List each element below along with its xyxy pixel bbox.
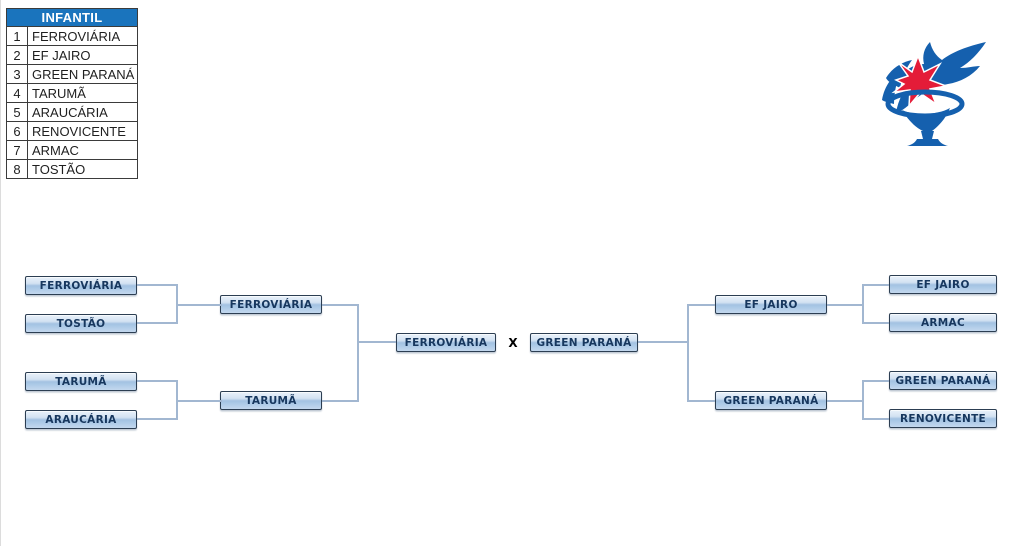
connector-line xyxy=(862,284,864,324)
torch-cup xyxy=(902,108,950,131)
connector-line xyxy=(322,400,359,402)
connector-line xyxy=(862,284,889,286)
left-qf1-team2-box: TOSTÃO xyxy=(25,314,137,333)
table-row: 7 ARMAC xyxy=(6,140,138,160)
right-sf2-winner-box: GREEN PARANÁ xyxy=(715,391,827,410)
table-row: 5 ARAUCÁRIA xyxy=(6,102,138,122)
left-sf1-winner-box: FERROVIÁRIA xyxy=(220,295,322,314)
connector-line xyxy=(137,284,177,286)
seeding-table-title: INFANTIL xyxy=(6,8,138,27)
left-sf2-winner-box: TARUMÃ xyxy=(220,391,322,410)
right-sf1-winner-box: EF JAIRO xyxy=(715,295,827,314)
team-cell: FERROVIÁRIA xyxy=(27,26,138,46)
connector-line xyxy=(827,304,864,306)
connector-line xyxy=(322,304,359,306)
left-qf1-team1-box: FERROVIÁRIA xyxy=(25,276,137,295)
sheet-edge-line xyxy=(0,0,1,546)
right-qf1-team1-box: EF JAIRO xyxy=(889,275,997,294)
seeding-table: INFANTIL 1 FERROVIÁRIA 2 EF JAIRO 3 GREE… xyxy=(6,8,138,179)
right-qf1-team2-box: ARMAC xyxy=(889,313,997,332)
connector-line xyxy=(687,304,715,306)
seed-cell: 5 xyxy=(6,102,28,122)
seed-cell: 7 xyxy=(6,140,28,160)
torch-stem xyxy=(921,131,934,139)
connector-line xyxy=(862,418,889,420)
seed-cell: 3 xyxy=(6,64,28,84)
team-cell: TOSTÃO xyxy=(27,159,138,179)
seed-cell: 1 xyxy=(6,26,28,46)
table-row: 1 FERROVIÁRIA xyxy=(6,26,138,46)
connector-line xyxy=(827,400,864,402)
table-row: 2 EF JAIRO xyxy=(6,45,138,65)
connector-line xyxy=(137,418,177,420)
left-qf2-team1-box: TARUMÃ xyxy=(25,372,137,391)
connector-line xyxy=(176,304,222,306)
connector-line xyxy=(137,380,177,382)
versus-label: X xyxy=(508,335,518,350)
seed-cell: 8 xyxy=(6,159,28,179)
torch-base xyxy=(907,139,948,146)
final-home-box: FERROVIÁRIA xyxy=(396,333,496,352)
red-burst xyxy=(891,53,949,109)
connector-line xyxy=(176,400,222,402)
connector-line xyxy=(357,304,359,402)
team-cell: GREEN PARANÁ xyxy=(27,64,138,84)
table-row: 8 TOSTÃO xyxy=(6,159,138,179)
table-row: 4 TARUMÃ xyxy=(6,83,138,103)
seed-cell: 6 xyxy=(6,121,28,141)
team-cell: EF JAIRO xyxy=(27,45,138,65)
team-cell: TARUMÃ xyxy=(27,83,138,103)
connector-line xyxy=(137,322,177,324)
connector-line xyxy=(687,304,689,402)
table-row: 6 RENOVICENTE xyxy=(6,121,138,141)
team-cell: ARAUCÁRIA xyxy=(27,102,138,122)
right-qf2-team2-box: RENOVICENTE xyxy=(889,409,997,428)
connector-line xyxy=(638,341,689,343)
connector-line xyxy=(687,400,715,402)
torch-flame-logo xyxy=(882,42,986,146)
left-qf2-team2-box: ARAUCÁRIA xyxy=(25,410,137,429)
connector-line xyxy=(862,380,864,420)
connector-line xyxy=(862,380,889,382)
team-cell: ARMAC xyxy=(27,140,138,160)
right-qf2-team1-box: GREEN PARANÁ xyxy=(889,371,997,390)
seed-cell: 2 xyxy=(6,45,28,65)
connector-line xyxy=(357,341,396,343)
connector-line xyxy=(862,322,889,324)
team-cell: RENOVICENTE xyxy=(27,121,138,141)
table-row: 3 GREEN PARANÁ xyxy=(6,64,138,84)
final-away-box: GREEN PARANÁ xyxy=(530,333,638,352)
seed-cell: 4 xyxy=(6,83,28,103)
